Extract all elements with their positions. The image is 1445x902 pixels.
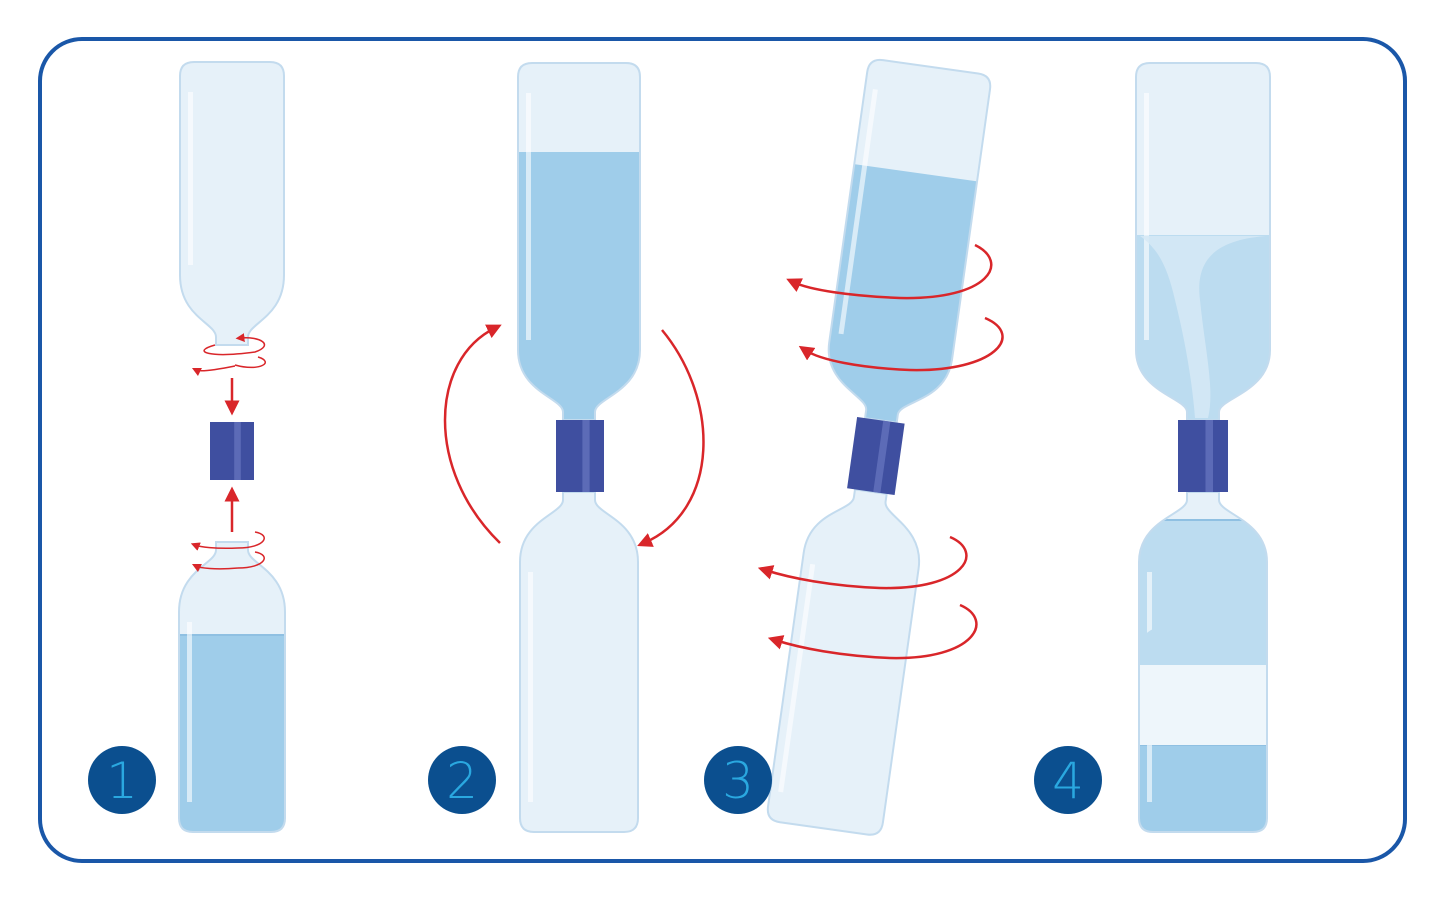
flip-arrow-left [443,324,502,544]
bottle-top-filled [517,62,641,421]
connector-tube [210,422,254,480]
bottle-bottom-empty-tilted [766,488,920,836]
swirl-arrow [786,243,993,300]
step-number: 4 [1052,752,1084,810]
water [179,635,285,832]
step-number: 3 [722,752,754,810]
swirl-arrow [798,316,1004,372]
connector-tube [556,420,604,492]
connector-tube [847,417,905,495]
frame [38,37,1407,863]
step-number: 2 [446,752,478,810]
vortex-funnel [1140,236,1266,418]
water [819,163,980,429]
connector-tube [1178,420,1228,492]
twist-arrow [196,356,266,371]
bottle-bottom-empty [519,491,639,833]
flip-arrow-right [637,329,705,547]
step-badge-2: 2 [428,746,496,814]
bottle-bottom-filled [178,541,286,833]
bottle-top-filled-tilted [819,58,992,429]
swirl-arrow [757,535,968,590]
twist-arrow [203,333,266,356]
step-number: 1 [106,752,138,810]
step-badge-4: 4 [1034,746,1102,814]
water-surface [1140,625,1266,665]
step-badge-3: 3 [704,746,772,814]
twist-arrow [195,531,265,548]
water [1139,745,1267,832]
swirl-arrow [767,603,978,660]
bottle-top-empty [179,61,285,346]
bottle-label-band [1140,665,1266,745]
water [518,152,640,420]
step-badge-1: 1 [88,746,156,814]
twist-arrow [196,551,265,569]
